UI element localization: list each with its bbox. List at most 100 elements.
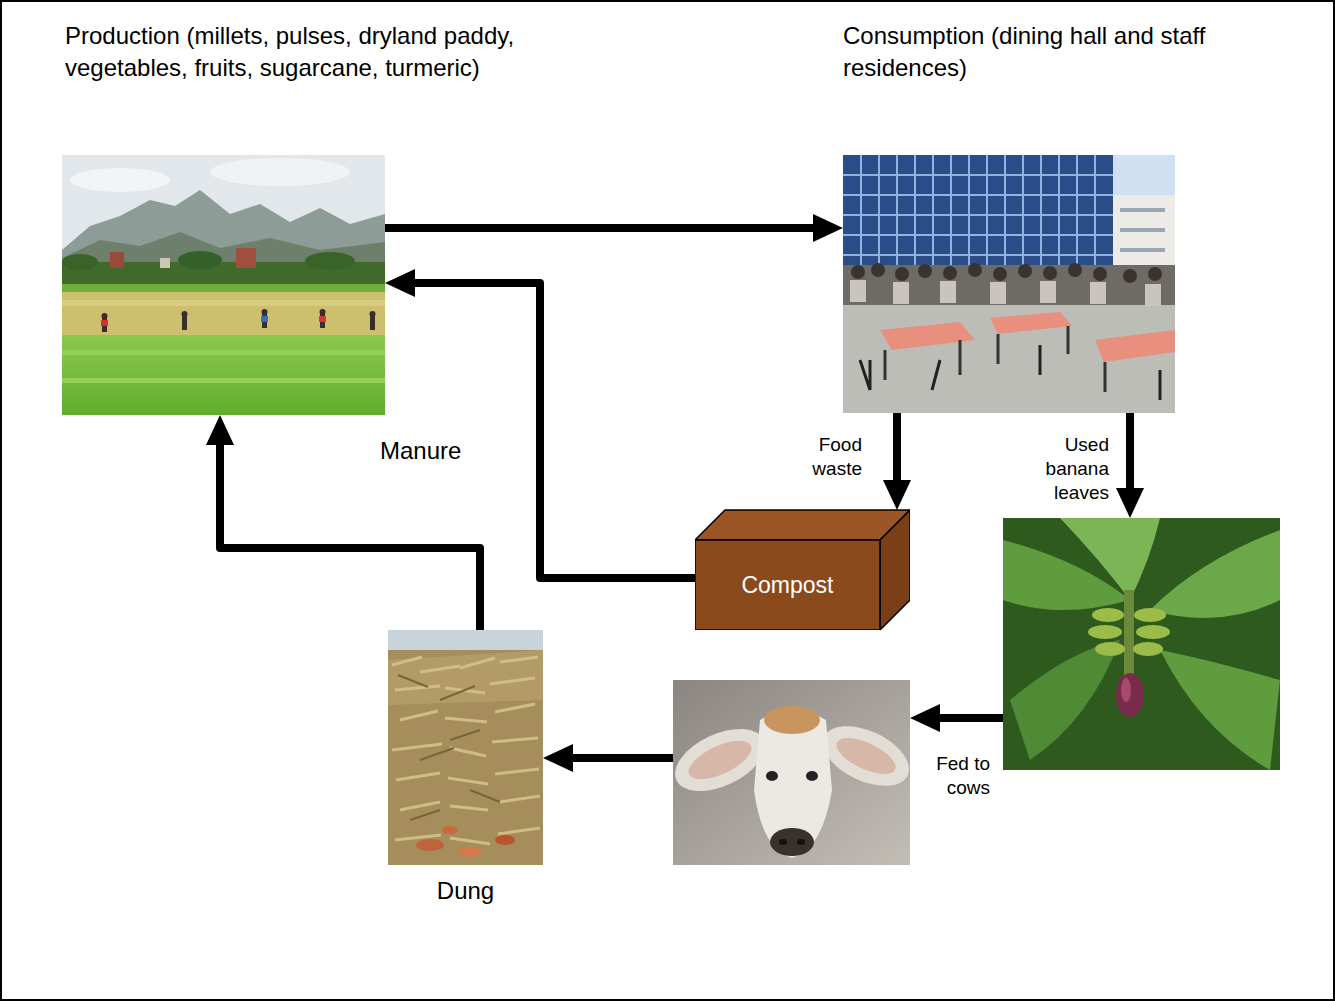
field-photo bbox=[62, 300, 385, 306]
flow-note-holder: Manure bbox=[380, 437, 490, 465]
field-photo bbox=[182, 311, 188, 317]
field-photo bbox=[62, 350, 385, 355]
production-photo: Production (millets, pulses, dryland pad… bbox=[62, 155, 385, 415]
field-photo bbox=[70, 168, 170, 192]
flow-arrow bbox=[385, 269, 695, 578]
flow-line bbox=[571, 754, 673, 762]
field-photo bbox=[62, 155, 385, 415]
edge-label-holder: Used banana leaves bbox=[1039, 433, 1109, 505]
dung-photo bbox=[495, 835, 515, 845]
dining-hall-photo bbox=[990, 312, 1072, 334]
banana-plant-photo bbox=[1116, 673, 1144, 717]
dining-hall-photo bbox=[918, 264, 932, 278]
flow-arrow bbox=[1116, 413, 1144, 518]
dining-hall-photo bbox=[860, 345, 1160, 400]
banana-plant-photo bbox=[1003, 518, 1280, 770]
banana-plant-photo bbox=[1136, 625, 1170, 639]
dining-hall-photo bbox=[1148, 267, 1162, 281]
field-photo bbox=[305, 252, 355, 270]
field-photo bbox=[182, 316, 187, 330]
dining-hall-photo bbox=[850, 280, 1161, 306]
cow-photo bbox=[673, 680, 910, 865]
edge-label: Food waste bbox=[792, 433, 862, 481]
field-photo bbox=[370, 311, 376, 317]
flow-note: Manure bbox=[380, 437, 490, 465]
dung-photo bbox=[388, 630, 543, 865]
node-heading: Compost bbox=[695, 540, 880, 630]
field-photo bbox=[101, 320, 108, 326]
node-heading: Consumption (dining hall and staff resid… bbox=[843, 20, 1243, 84]
dining-hall-photo bbox=[993, 267, 1007, 281]
arrow-head bbox=[910, 704, 940, 732]
field-photo bbox=[62, 335, 385, 415]
field-photo bbox=[319, 316, 326, 322]
dining-hall-photo bbox=[843, 155, 1175, 413]
flow-line bbox=[893, 413, 901, 482]
field-photo bbox=[262, 314, 267, 328]
dung-photo bbox=[392, 657, 540, 844]
banana-plant-photo bbox=[1134, 608, 1166, 622]
banana-plant-photo bbox=[1088, 608, 1170, 656]
banana-plant-photo bbox=[1150, 530, 1280, 618]
flow-line bbox=[220, 443, 480, 630]
cow-photo bbox=[806, 771, 818, 781]
flow-arrow bbox=[385, 214, 843, 242]
dining-hall-photo bbox=[851, 263, 1162, 283]
arrow-head bbox=[1116, 488, 1144, 518]
dung-photo bbox=[442, 826, 458, 834]
arrow-head bbox=[206, 415, 234, 445]
compost-box-face bbox=[880, 510, 910, 630]
field-photo bbox=[236, 248, 256, 268]
edge-label-holder: Food waste bbox=[792, 433, 862, 481]
dining-hall-photo bbox=[943, 266, 957, 280]
dining-hall-photo bbox=[990, 282, 1006, 304]
cow-photo bbox=[766, 771, 778, 781]
field-photo bbox=[262, 309, 268, 315]
dining-hall-photo bbox=[895, 267, 909, 281]
cow-photo bbox=[764, 706, 820, 734]
field-photo bbox=[210, 158, 350, 186]
banana-plant-photo bbox=[1060, 518, 1160, 600]
cow-photo bbox=[770, 828, 814, 856]
dining-hall-photo bbox=[843, 265, 1175, 305]
field-photo bbox=[102, 318, 107, 332]
banana-leaves-photo bbox=[1003, 518, 1280, 770]
dining-hall-photo bbox=[843, 155, 1113, 267]
dung-photo: Dung bbox=[388, 630, 543, 865]
dining-hall-photo bbox=[1113, 155, 1175, 200]
banana-plant-photo bbox=[1092, 608, 1124, 622]
arrow-head bbox=[385, 269, 415, 297]
banana-plant-photo bbox=[1088, 625, 1122, 639]
flow-line bbox=[385, 224, 815, 232]
dining-hall-photo bbox=[1123, 269, 1137, 283]
cow-photo bbox=[779, 839, 787, 845]
dung-photo bbox=[416, 839, 444, 851]
banana-plant-photo bbox=[1124, 590, 1134, 680]
field-photo bbox=[320, 314, 325, 328]
field-photo bbox=[110, 252, 124, 268]
arrow-head bbox=[813, 214, 843, 242]
edge-label-holder: Fed to cows bbox=[910, 752, 990, 800]
compost-box-face bbox=[695, 540, 880, 630]
banana-plant-photo bbox=[1133, 642, 1163, 656]
node-heading: Dung bbox=[388, 877, 543, 905]
dining-hall-photo bbox=[850, 280, 866, 302]
dung-photo bbox=[388, 630, 543, 650]
consumption-photo: Consumption (dining hall and staff resid… bbox=[843, 155, 1175, 413]
cow-photo bbox=[673, 680, 910, 865]
dining-hall-photo bbox=[940, 281, 956, 303]
field-photo bbox=[102, 313, 108, 319]
dining-hall-photo bbox=[1093, 267, 1107, 281]
dung-photo bbox=[388, 630, 543, 865]
cow-photo bbox=[673, 680, 910, 865]
dining-hall-photo bbox=[1090, 282, 1106, 304]
flow-line bbox=[1126, 413, 1134, 490]
dining-hall-photo bbox=[843, 155, 1113, 267]
banana-plant-photo bbox=[1003, 518, 1280, 770]
field-photo bbox=[102, 309, 376, 332]
field-photo bbox=[261, 316, 268, 322]
dining-hall-photo bbox=[1043, 266, 1057, 280]
dining-hall-photo bbox=[968, 263, 982, 277]
